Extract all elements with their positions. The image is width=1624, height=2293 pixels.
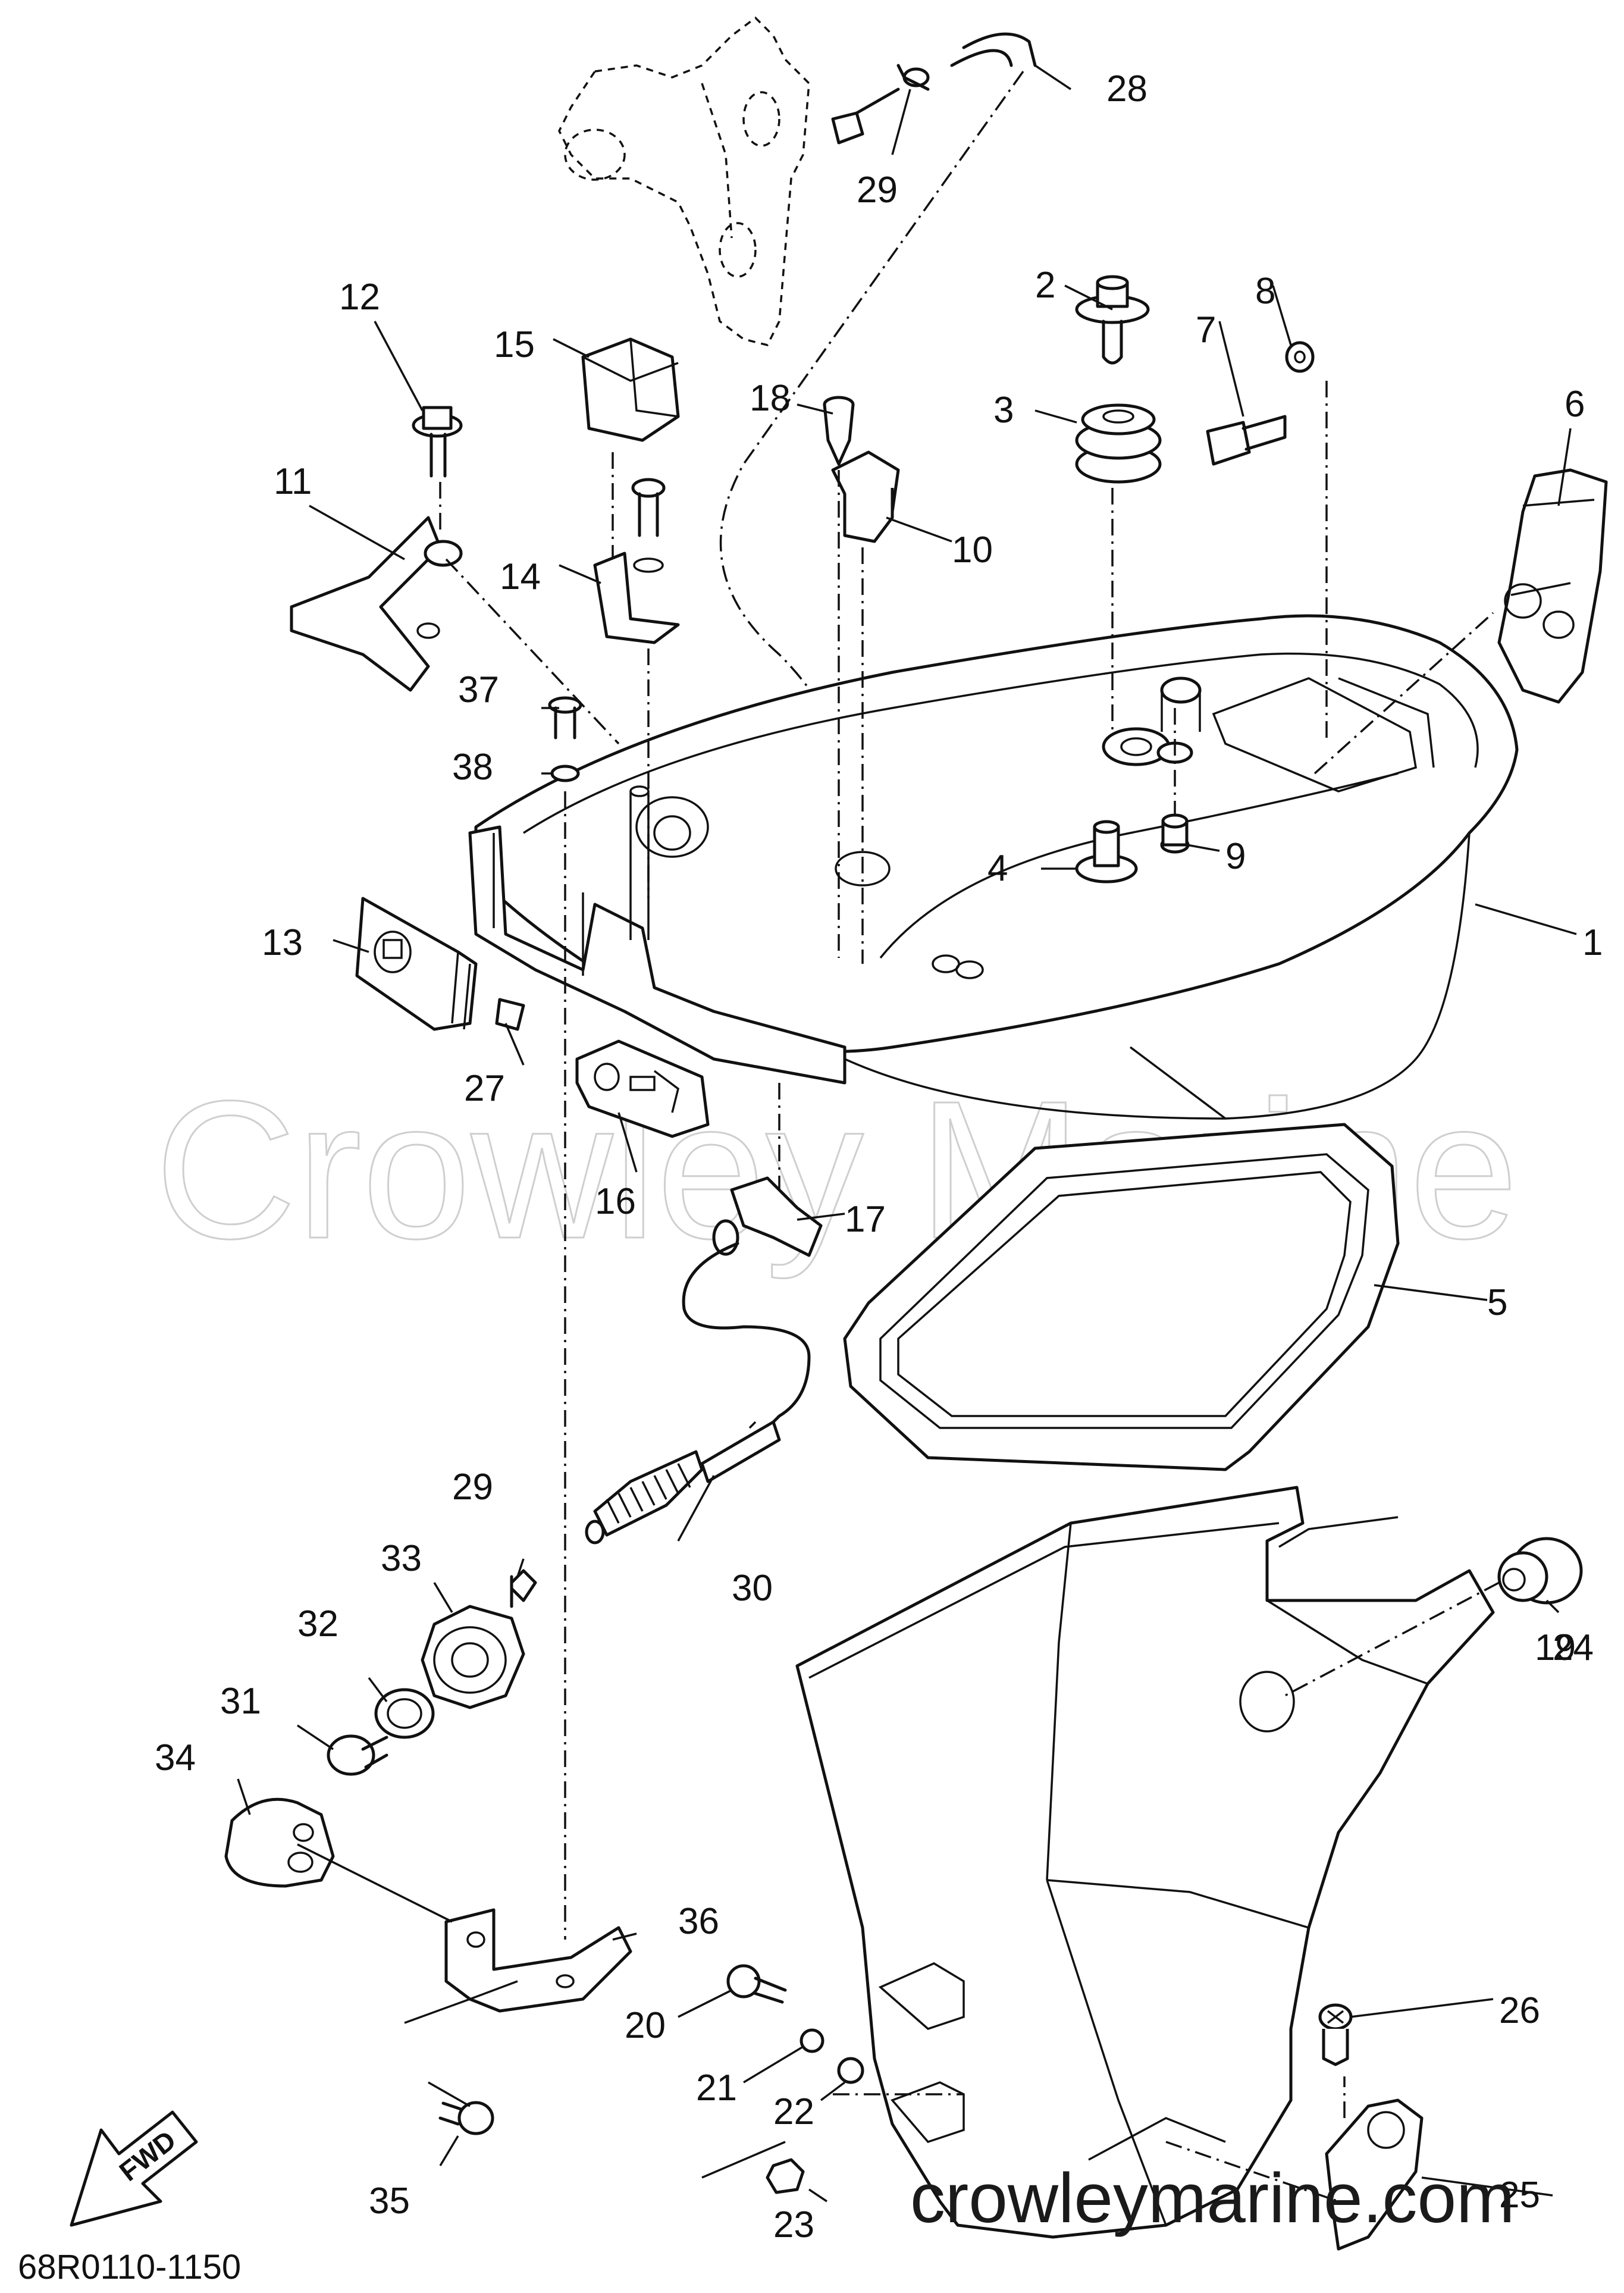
screw-31 <box>327 1734 388 1776</box>
callout-11: 11 <box>274 461 312 502</box>
callout-24: 24 <box>1553 1627 1594 1668</box>
screw-14-bolt <box>631 478 666 573</box>
callout-30: 30 <box>732 1568 773 1609</box>
bottom-cowling <box>468 614 1519 1120</box>
grommet-10 <box>831 450 900 543</box>
bolt-2 <box>1075 275 1150 365</box>
nut-33 <box>421 1605 525 1709</box>
callout-29-upper: 29 <box>857 170 898 211</box>
callout-4: 4 <box>987 848 1008 889</box>
rivet-26 <box>1318 2003 1353 2066</box>
nut-23 <box>766 2158 805 2194</box>
seal-gasket-5 <box>843 1123 1400 1471</box>
fwd-arrow-icon: FWD <box>70 2110 198 2227</box>
callout-3: 3 <box>993 390 1014 431</box>
callout-33: 33 <box>381 1538 422 1579</box>
grommet-24 <box>1497 1537 1583 1605</box>
bolt-7 <box>1206 415 1287 466</box>
clip-29-upper <box>831 64 930 145</box>
grommet-16 <box>575 1039 710 1138</box>
callout-27: 27 <box>464 1068 505 1109</box>
callout-21: 21 <box>696 2068 737 2109</box>
callout-12: 12 <box>339 277 380 318</box>
engine-block-outline <box>558 16 810 347</box>
callout-19: 19 <box>1535 1627 1576 1668</box>
callout-37: 37 <box>458 669 499 710</box>
grommet-3 <box>1075 403 1162 484</box>
clamp-15 <box>581 337 680 442</box>
callout-32: 32 <box>297 1603 338 1644</box>
bolt-12 <box>412 406 463 478</box>
grommet-34 <box>224 1797 335 1888</box>
callout-36: 36 <box>678 1901 719 1942</box>
dashed-axes <box>439 482 1500 2203</box>
callout-6: 6 <box>1565 384 1585 425</box>
callout-15: 15 <box>494 324 535 365</box>
callout-2: 2 <box>1035 265 1055 306</box>
clip-14 <box>593 552 680 644</box>
callout-35: 35 <box>369 2181 410 2222</box>
callout-16: 16 <box>595 1181 636 1222</box>
plug-9 <box>1160 813 1190 854</box>
footer-site-text: crowleymarine.com <box>910 2159 1515 2238</box>
bracket-36 <box>444 1908 632 2013</box>
callout-8: 8 <box>1255 271 1275 312</box>
bracket-6 <box>1497 468 1608 704</box>
hose-28 <box>719 32 1037 834</box>
cable-30 <box>585 1420 781 1545</box>
callout-31: 31 <box>220 1681 261 1722</box>
diagram-code: 68R0110-1150 <box>18 2248 241 2286</box>
callout-7: 7 <box>1196 309 1216 350</box>
callout-18: 18 <box>750 378 791 419</box>
callout-28: 28 <box>1106 68 1148 109</box>
washer-22 <box>837 2057 864 2084</box>
callout-10: 10 <box>952 530 993 571</box>
lower-casing-19 <box>795 1486 1495 2239</box>
callout-26: 26 <box>1499 1990 1540 2031</box>
callout-38: 38 <box>452 747 493 788</box>
washer-21 <box>800 2028 824 2053</box>
callout-34: 34 <box>155 1737 196 1778</box>
washer-32 <box>374 1688 435 1739</box>
callout-14: 14 <box>500 556 541 597</box>
callout-5: 5 <box>1487 1282 1507 1323</box>
screw-35 <box>438 2101 494 2135</box>
leader-lines <box>237 64 1577 2203</box>
washer-38 <box>550 765 580 782</box>
callout-17: 17 <box>845 1199 886 1240</box>
fitting-18 <box>823 396 855 466</box>
bolt-37 <box>548 696 582 740</box>
callout-9: 9 <box>1225 836 1246 877</box>
screw-20 <box>726 1964 787 2004</box>
callout-22: 22 <box>773 2091 814 2132</box>
pad-27 <box>495 998 525 1031</box>
cover-13 <box>355 897 478 1031</box>
callout-23: 23 <box>773 2204 814 2245</box>
callout-20: 20 <box>625 2005 666 2046</box>
washer-8 <box>1285 341 1315 373</box>
callout-1: 1 <box>1582 922 1603 963</box>
callout-13: 13 <box>262 922 303 963</box>
callout-numbers: 1 2 3 4 5 6 7 8 9 10 11 12 13 14 15 16 1… <box>155 68 1603 2245</box>
bracket-11 <box>290 516 463 692</box>
clip-29-lower <box>510 1569 537 1608</box>
callout-29-lower: 29 <box>452 1467 493 1508</box>
callout-25: 25 <box>1499 2175 1540 2216</box>
bracket-25 <box>1325 2076 1424 2251</box>
